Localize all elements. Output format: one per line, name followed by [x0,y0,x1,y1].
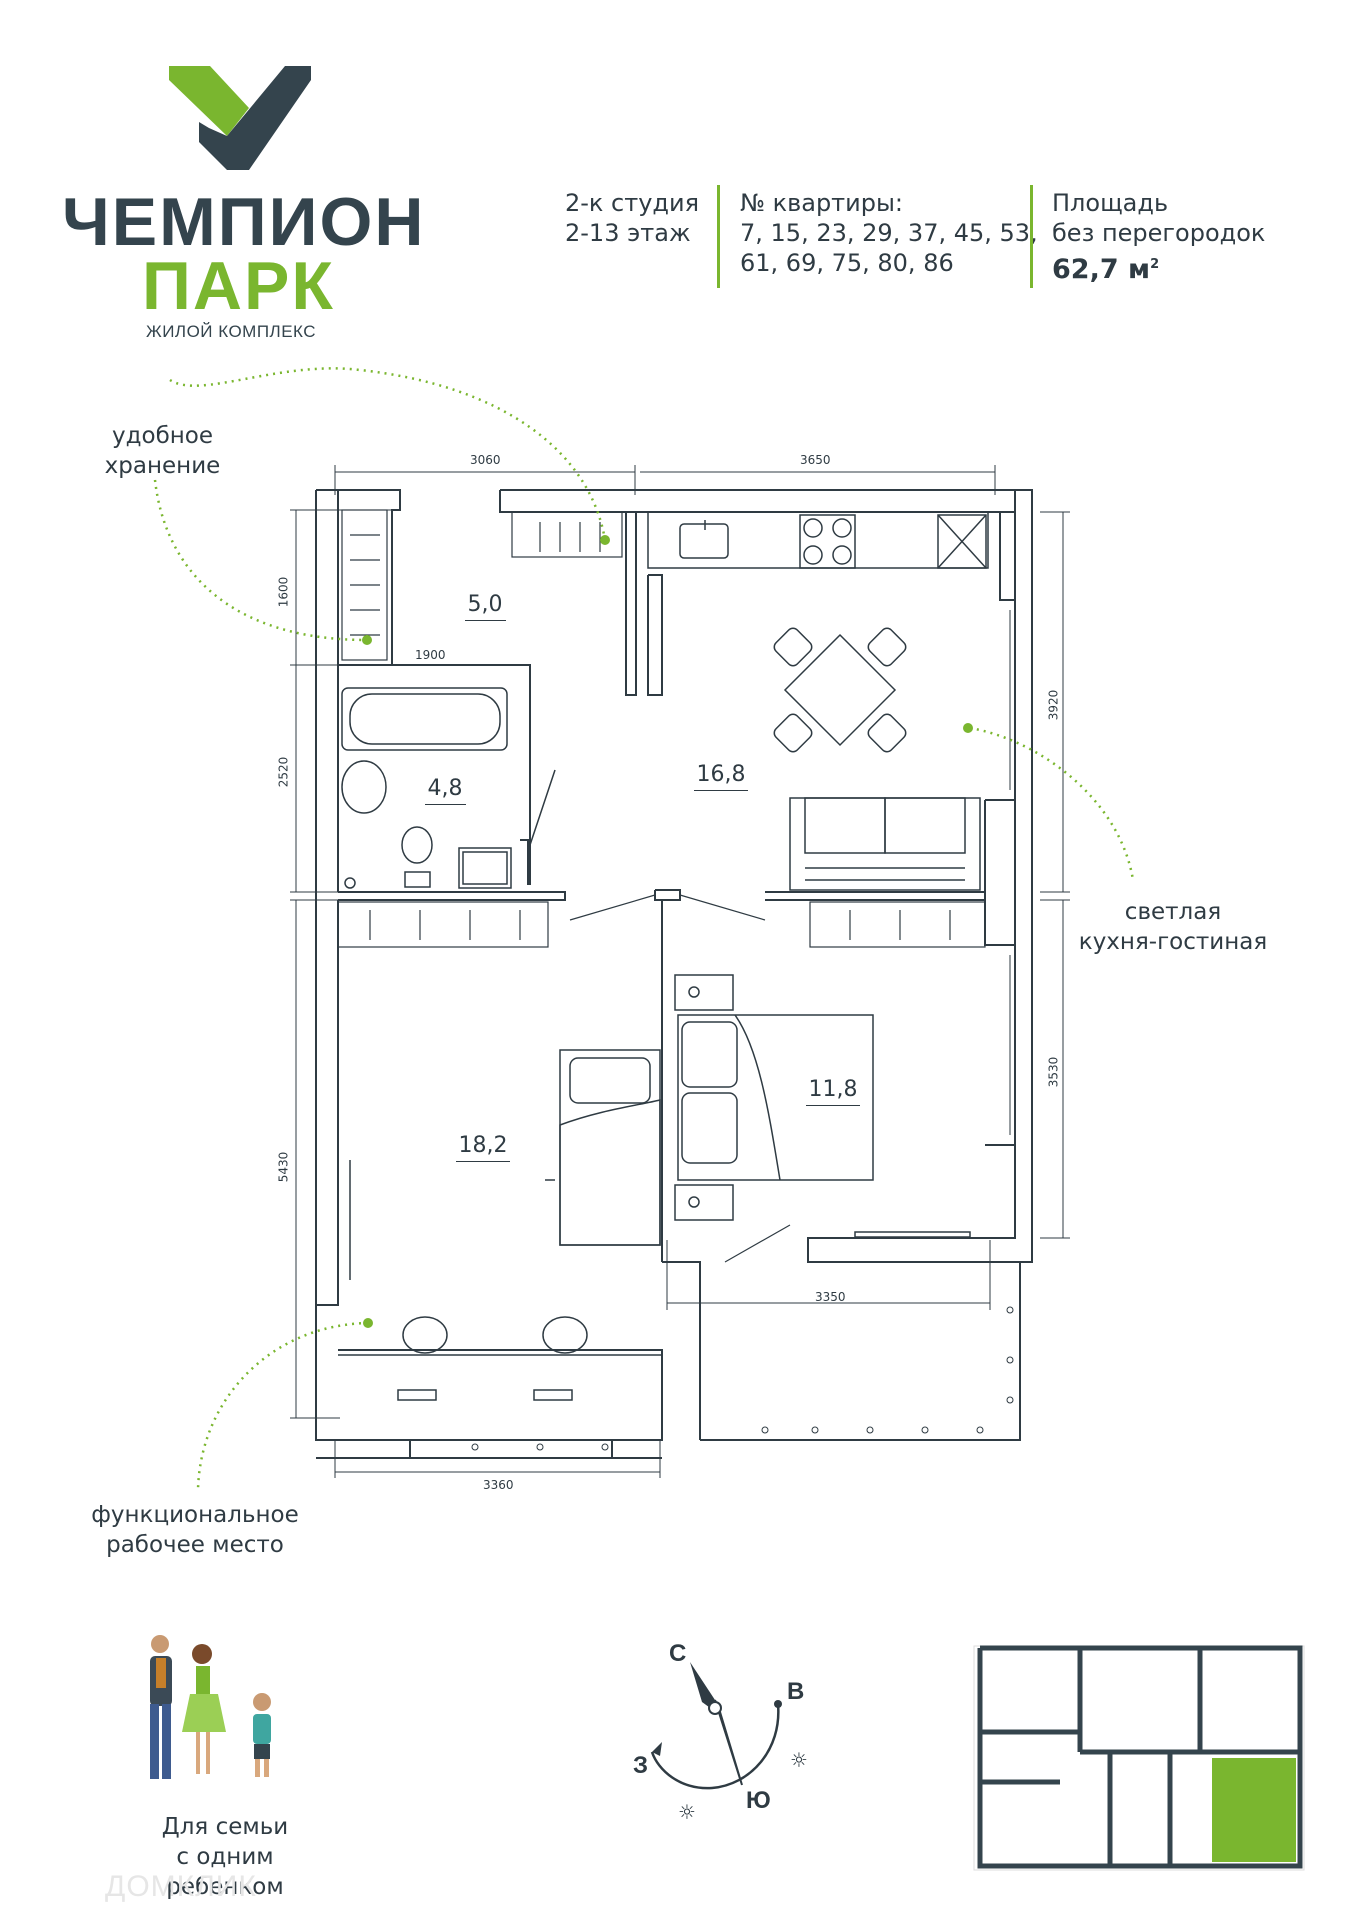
storage-shelves [341,509,623,661]
dim-right-kitchen: 3920 [1046,689,1061,721]
room-area-kitchen-living: 16,8 [688,762,754,791]
area-label-line1: Площадь [1052,189,1169,217]
room-area-kitchen-value: 16,8 [693,762,749,791]
callout-kitchen: светлая кухня-гостиная [1068,897,1278,957]
apartment-type-line1: 2-к студия [565,189,700,217]
family-caption: Для семьи с одним ребенком [120,1812,330,1902]
area-value-text: 62,7 м [1052,254,1151,285]
dim-right-bedroom: 3530 [1046,1056,1061,1088]
callout-workspace: функциональное рабочее место [75,1500,315,1560]
dim-left-bedroom: 5430 [276,1151,291,1183]
apartment-area: Площадь без перегородок 62,7 м2 [1052,188,1265,285]
radiators [337,894,986,1263]
apartment-numbers-line1: 7, 15, 23, 29, 37, 45, 53, [740,219,1038,247]
room-area-bedroom-small-value: 11,8 [805,1077,861,1106]
compass-west: З [633,1752,649,1779]
apartment-floor-line: 2-13 этаж [565,219,691,247]
area-unit-sup: 2 [1150,257,1160,272]
brand-logo-icon [169,66,311,170]
dim-bottom-right: 3350 [815,1290,846,1304]
family-caption-line2: с одним ребенком [166,1844,284,1900]
callout-storage: удобное хранение [90,421,235,481]
dimension-lines [290,465,1070,1478]
dim-bath-width: 1900 [415,648,446,662]
brand-name-line2: ПАРК [142,248,335,324]
compass-east: В [787,1678,805,1705]
callout-workspace-line1: функциональное [91,1502,299,1528]
callout-lines [153,367,1135,1491]
kitchen-counter [647,511,989,569]
callout-dots [362,535,973,1328]
floor-plan-key-icon [973,1645,1305,1871]
dim-left-storage: 1600 [276,576,291,608]
callout-kitchen-line1: светлая [1124,899,1222,925]
area-label-line2: без перегородок [1052,219,1266,247]
compass-icon [650,1662,782,1790]
watermark: ДОМКЛИК [105,1870,257,1903]
walls [315,489,1033,1459]
apartment-numbers-line2: 61, 69, 75, 80, 86 [740,249,954,277]
brand-subtitle: ЖИЛОЙ КОМПЛЕКС [146,322,317,341]
dim-bottom-left: 3360 [483,1478,514,1492]
desk-area [338,1160,662,1401]
dim-top-left: 3060 [470,453,501,467]
dim-left-bath: 2520 [276,756,291,788]
balcony-railing [471,1306,1014,1451]
sun-icon: ☼ [790,1748,808,1772]
callout-storage-line1: удобное [111,423,214,449]
bathroom-fixtures [341,687,556,889]
sun-icon: ☼ [678,1800,696,1824]
windows [316,509,1011,1135]
room-area-bathroom-value: 4,8 [424,776,466,805]
room-area-storage: 5,0 [455,592,515,621]
callout-storage-line2: хранение [104,453,221,479]
room-area-bedroom-large-value: 18,2 [455,1133,511,1162]
apartment-numbers-label: № квартиры: [740,189,904,217]
area-value: 62,7 м2 [1052,250,1265,285]
header-divider [1030,185,1033,288]
apartment-numbers: № квартиры: 7, 15, 23, 29, 37, 45, 53, 6… [740,188,1038,278]
dim-top-right: 3650 [800,453,831,467]
callout-kitchen-line2: кухня-гостиная [1078,929,1268,955]
dining-table [773,627,907,753]
header-divider [717,185,720,288]
family-icon [150,1635,271,1779]
room-area-storage-value: 5,0 [464,592,506,621]
sofa [789,797,981,891]
room-area-bedroom-small: 11,8 [800,1077,866,1106]
apartment-type: 2-к студия 2-13 этаж [565,188,699,248]
callout-workspace-line2: рабочее место [106,1532,284,1558]
room-area-bedroom-large: 18,2 [450,1133,516,1162]
room-area-bathroom: 4,8 [415,776,475,805]
brand-name-line1: ЧЕМПИОН [62,184,426,260]
beds [545,974,971,1246]
compass-north: С [669,1640,687,1667]
compass-south: Ю [746,1787,771,1814]
family-caption-line1: Для семьи [161,1814,289,1840]
